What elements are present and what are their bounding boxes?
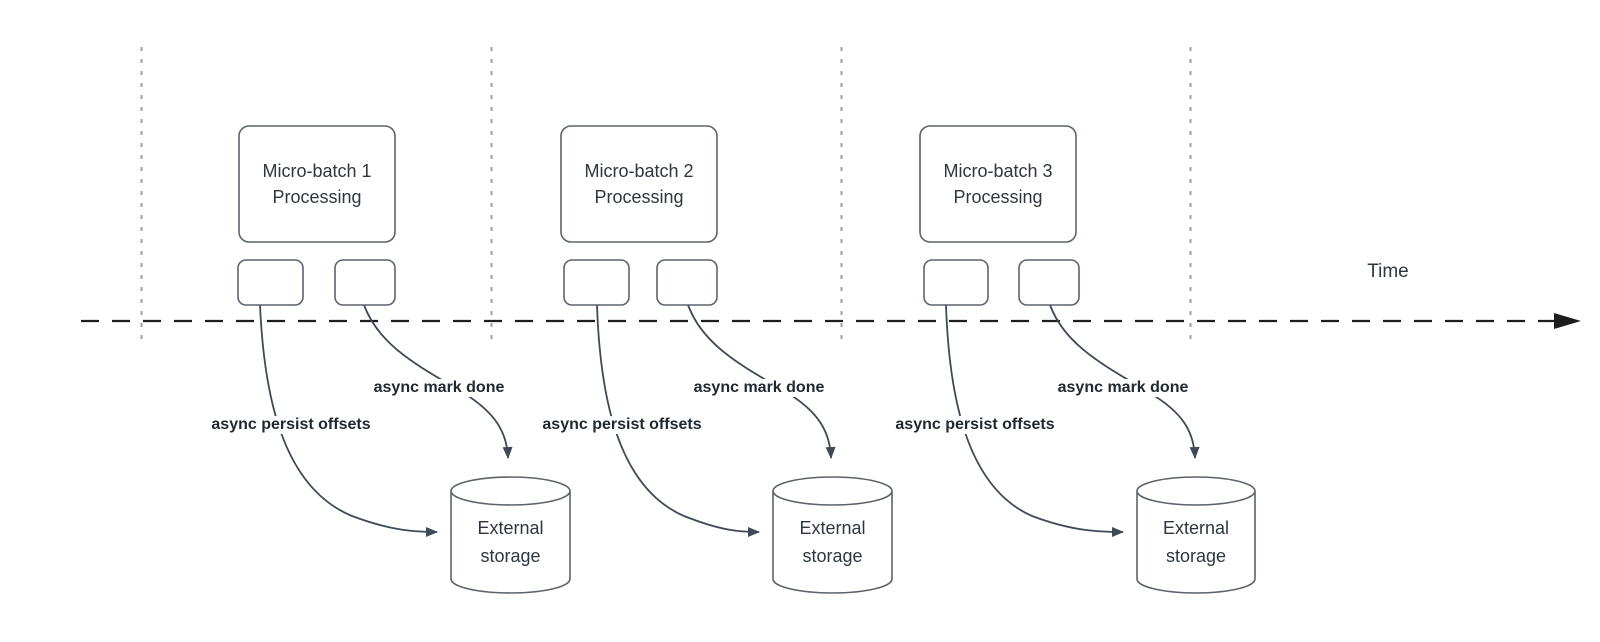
external-storage-label-line1: External	[477, 518, 544, 538]
commit-task-box	[334, 259, 396, 306]
process-box-label-line2: Processing	[953, 187, 1043, 207]
process-box-label-line1: Micro-batch 2	[584, 161, 694, 181]
external-storage-label-line2: storage	[480, 546, 541, 566]
async-persist-offsets-arrow	[945, 304, 1124, 537]
async-persist-offsets-label: async persist offsets	[209, 416, 373, 434]
external-storage-cylinder	[1136, 476, 1256, 594]
time-axis	[81, 313, 1581, 329]
external-storage-label-line1: External	[1162, 518, 1230, 538]
process-box-label: Micro-batch 2 Processing	[561, 126, 717, 242]
process-box	[238, 125, 396, 243]
commit-task-box	[1018, 259, 1080, 306]
async-persist-offsets-arrow	[596, 304, 760, 537]
external-storage-label: External storage	[1137, 513, 1255, 570]
external-storage-label-line2: storage	[802, 546, 863, 566]
external-storage-label: External storage	[773, 513, 892, 570]
process-box	[919, 125, 1077, 243]
time-interval-guides	[140, 47, 1192, 342]
async-mark-done-label: async mark done	[691, 379, 827, 397]
group-micro-batch-2	[560, 125, 893, 594]
external-storage-label: External storage	[451, 513, 570, 570]
process-box-label: Micro-batch 1 Processing	[239, 126, 395, 242]
async-persist-offsets-label: async persist offsets	[540, 416, 704, 434]
external-storage-cylinder	[772, 476, 893, 594]
async-mark-done-label: async mark done	[1055, 379, 1191, 397]
process-box	[560, 125, 718, 243]
async-mark-done-label: async mark done	[371, 379, 507, 397]
process-box-label-line1: Micro-batch 1	[262, 161, 372, 181]
group-micro-batch-3	[919, 125, 1256, 594]
external-storage-label-line1: External	[799, 518, 866, 538]
process-box-label-line2: Processing	[272, 187, 362, 207]
commit-task-box	[656, 259, 718, 306]
external-storage-cylinder	[450, 476, 571, 594]
async-persist-offsets-label: async persist offsets	[893, 416, 1057, 434]
offset-task-box	[563, 259, 630, 306]
process-box-label-line2: Processing	[594, 187, 684, 207]
offset-task-box	[237, 259, 304, 306]
process-box-label: Micro-batch 3 Processing	[920, 126, 1076, 242]
async-persist-offsets-arrow	[259, 304, 438, 537]
time-axis-arrowhead-icon	[1554, 313, 1581, 329]
process-box-label-line1: Micro-batch 3	[943, 161, 1053, 181]
offset-task-box	[923, 259, 989, 306]
group-micro-batch-1	[237, 125, 571, 594]
external-storage-label-line2: storage	[1165, 546, 1227, 566]
time-axis-label: Time	[1367, 261, 1409, 282]
